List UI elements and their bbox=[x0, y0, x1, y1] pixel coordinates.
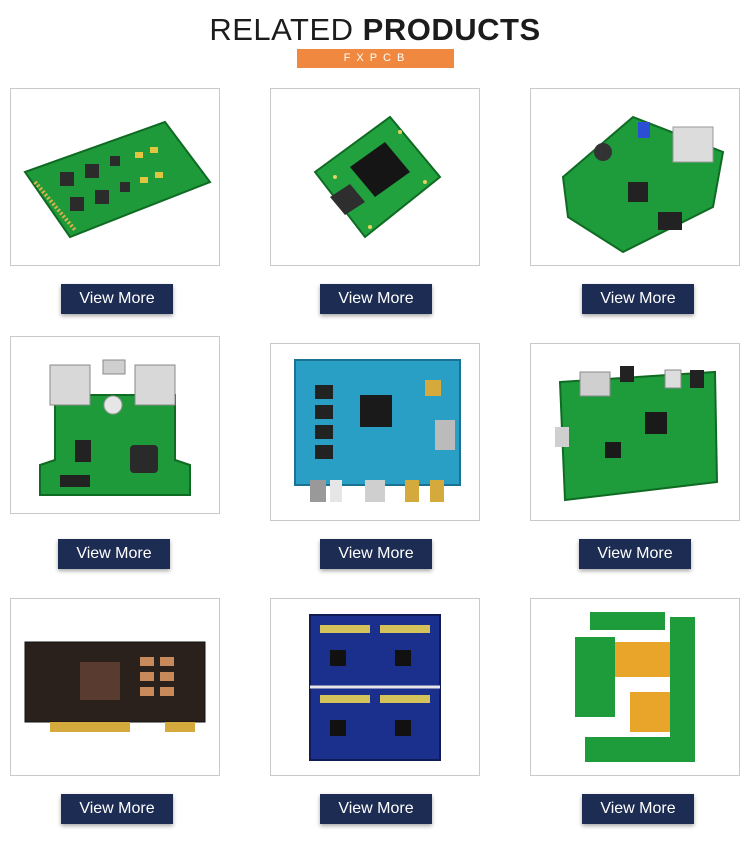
product-card-5[interactable] bbox=[270, 343, 480, 521]
product-card-2[interactable] bbox=[270, 88, 480, 266]
product-card-8[interactable] bbox=[270, 598, 480, 776]
view-more-button-6[interactable]: View More bbox=[579, 539, 691, 569]
product-card-1[interactable] bbox=[10, 88, 220, 266]
title-bold: PRODUCTS bbox=[362, 12, 541, 47]
product-card-9[interactable] bbox=[530, 598, 740, 776]
brand-banner: FXPCB bbox=[297, 49, 454, 68]
section-title: RELATED PRODUCTS bbox=[0, 12, 750, 48]
green-multi-channel-pcb-image bbox=[23, 120, 212, 239]
view-more-button-3[interactable]: View More bbox=[582, 284, 694, 314]
view-more-button-9[interactable]: View More bbox=[582, 794, 694, 824]
product-card-3[interactable] bbox=[530, 88, 740, 266]
black-graphics-card-pcb-image bbox=[24, 641, 206, 732]
blue-development-board-pcb-image bbox=[294, 358, 461, 502]
view-more-button-5[interactable]: View More bbox=[320, 539, 432, 569]
view-more-button-7[interactable]: View More bbox=[61, 794, 173, 824]
product-card-7[interactable] bbox=[10, 598, 220, 776]
view-more-button-4[interactable]: View More bbox=[58, 539, 170, 569]
green-usb-charger-pcb-image bbox=[39, 359, 191, 496]
view-more-button-1[interactable]: View More bbox=[61, 284, 173, 314]
product-card-6[interactable] bbox=[530, 343, 740, 521]
view-more-button-8[interactable]: View More bbox=[320, 794, 432, 824]
navy-blue-panel-pcb-image bbox=[309, 613, 441, 761]
view-more-button-2[interactable]: View More bbox=[320, 284, 432, 314]
green-module-pcb-image bbox=[313, 115, 442, 239]
product-card-4[interactable] bbox=[10, 336, 220, 514]
rigid-flex-pcb-image bbox=[575, 612, 695, 762]
green-router-pcb-image bbox=[561, 115, 724, 254]
title-light: RELATED bbox=[209, 12, 354, 47]
green-media-box-pcb-image bbox=[555, 366, 719, 502]
